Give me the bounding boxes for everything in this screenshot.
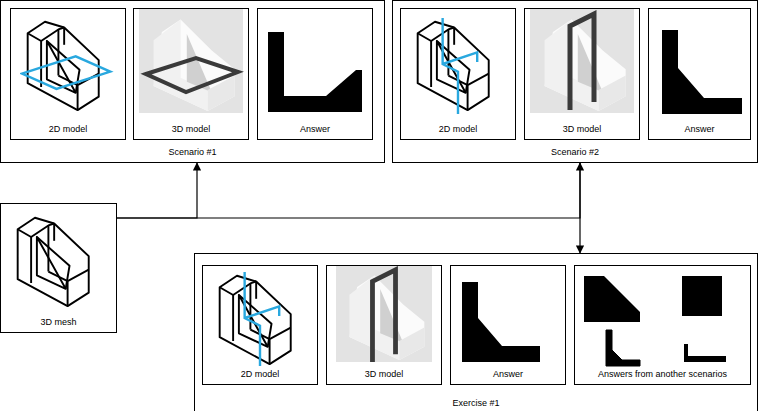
box-label: 3D mesh [1, 317, 116, 327]
answer-box: Answer [450, 265, 566, 385]
scenario-panel: Scenario #1 2D model 3D model Answer [0, 0, 385, 163]
model-box: 3D model [133, 8, 249, 140]
model-box: 3D model [326, 265, 442, 385]
box-label: 2D model [401, 124, 515, 134]
answer-box: Answer [648, 8, 751, 140]
box-label: Answer [451, 369, 565, 379]
model-box: 2D model [10, 8, 126, 140]
flow-connector [579, 163, 580, 253]
box-label: 3D model [134, 124, 248, 134]
scenario-panel: Scenario #2 2D model 3D model Answer [392, 0, 758, 163]
box-label: Answer [649, 124, 750, 134]
flow-connector [117, 163, 580, 218]
box-label: Exercise #1 [195, 398, 757, 408]
box-label: 2D model [11, 124, 125, 134]
model-box: 3D model [524, 8, 640, 140]
box-label: 3D model [525, 124, 639, 134]
answers-box: Answers from another scenarios [574, 265, 751, 385]
exercise-panel: Exercise #1 2D model 3D model Answer Answers… [194, 253, 758, 411]
box-label: 3D model [327, 369, 441, 379]
box-label: Answers from another scenarios [575, 369, 750, 379]
model-box: 2D model [400, 8, 516, 140]
box-label: 2D model [203, 369, 317, 379]
box-label: Scenario #1 [1, 147, 384, 157]
answer-box: Answer [257, 8, 373, 140]
mesh-box: 3D mesh [0, 203, 117, 333]
box-label: Answer [258, 124, 372, 134]
flow-connector [117, 163, 197, 218]
box-label: Scenario #2 [393, 147, 757, 157]
model-box: 2D model [202, 265, 318, 385]
